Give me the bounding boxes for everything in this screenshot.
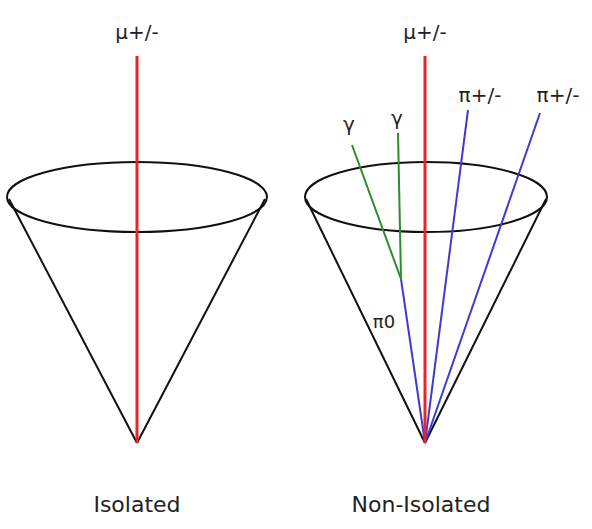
cone-side (9, 199, 137, 443)
pion0-track (401, 279, 425, 443)
cone-side (425, 199, 546, 443)
pion-track (425, 110, 468, 443)
muon-track (136, 56, 139, 443)
pion-track (425, 113, 540, 443)
muon-track (424, 56, 427, 443)
particle-label: π+/- (459, 85, 502, 105)
photon-track (352, 145, 401, 279)
particle-label: γ (343, 114, 355, 134)
photon-track (398, 133, 401, 279)
cone-caption: Non-Isolated (352, 494, 491, 516)
particle-label: μ+/- (403, 22, 446, 42)
cone-side (306, 199, 425, 443)
particle-label: μ+/- (115, 22, 158, 42)
particle-label: π0 (373, 313, 395, 331)
particle-label: π+/- (537, 85, 580, 105)
particle-label: γ (391, 108, 403, 128)
cone-side (137, 199, 265, 443)
cone-caption: Isolated (93, 494, 180, 516)
